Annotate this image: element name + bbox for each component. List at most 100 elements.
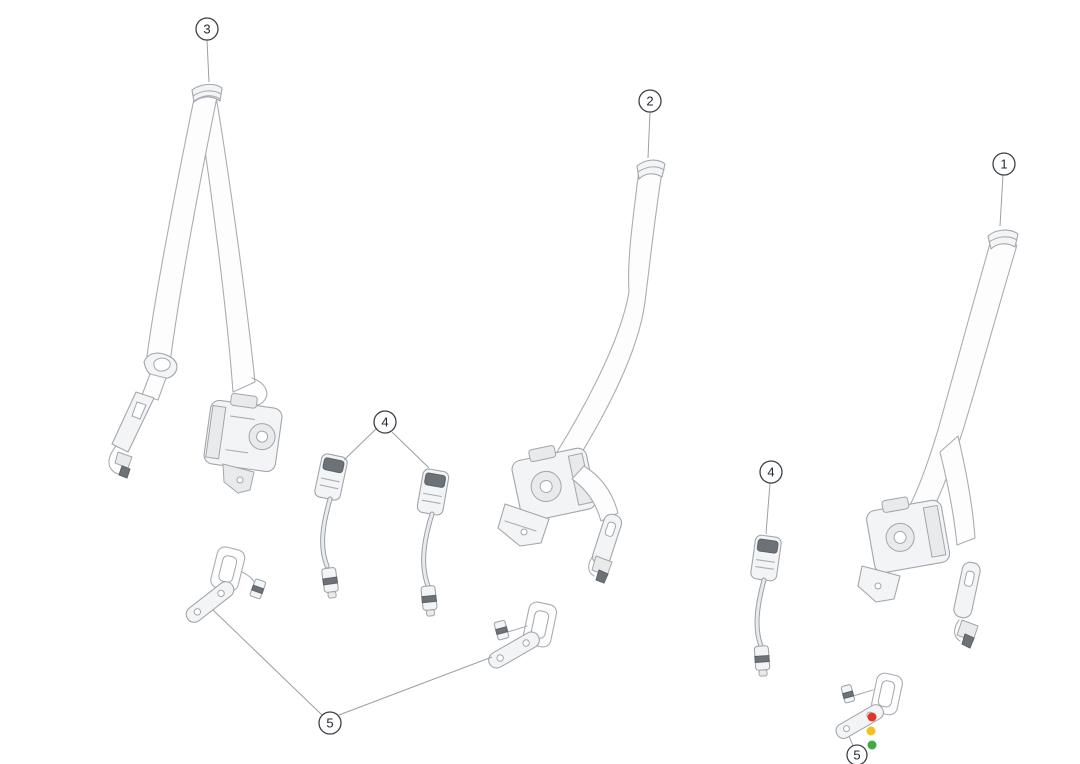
buckle-slot <box>756 538 779 554</box>
leader-line <box>338 656 493 716</box>
connector-band <box>322 576 339 586</box>
anchor-part-dark <box>595 569 609 584</box>
anchor-plate <box>835 704 885 740</box>
callout-circle[interactable] <box>318 711 342 735</box>
bracket-hole <box>874 582 882 590</box>
retractor-detail <box>230 415 255 420</box>
leader-line <box>647 111 651 159</box>
plate-hole <box>843 725 851 733</box>
loop-slot <box>877 680 896 708</box>
base-plate-hole <box>520 528 528 536</box>
anchor-hook <box>954 619 961 642</box>
anchor-bracket-right <box>488 601 558 669</box>
fold-line <box>193 95 221 102</box>
seat-belt-assembly-3 <box>108 83 283 494</box>
connector-tip <box>425 609 436 617</box>
fold-line <box>637 166 665 173</box>
retractor-1 <box>866 496 951 574</box>
callout-4-right[interactable]: 4 <box>759 460 783 535</box>
callout-2[interactable]: 2 <box>638 89 662 159</box>
leader-line <box>212 609 323 716</box>
callout-label: 4 <box>381 415 388 430</box>
buckle-detail <box>319 484 339 490</box>
webbing-left-leg <box>146 93 218 364</box>
connector-band <box>842 690 855 700</box>
plate-hole <box>496 654 504 662</box>
anchor-connector <box>493 619 510 641</box>
status-dot-green <box>867 740 877 750</box>
anchor-loop <box>871 672 903 716</box>
buckle-a <box>314 453 348 599</box>
status-dots <box>866 712 877 750</box>
callout-circle[interactable] <box>846 744 868 764</box>
retractor-3 <box>203 392 283 473</box>
retractor-spool-hub <box>893 530 907 544</box>
buckle-slot <box>322 457 345 474</box>
anchor-loop <box>210 546 246 592</box>
callout-3[interactable]: 3 <box>195 17 219 83</box>
connector-band <box>495 626 509 636</box>
retractor-spool-hub <box>256 430 269 443</box>
callout-1[interactable]: 1 <box>992 152 1016 227</box>
retractor-top-cap <box>230 392 258 409</box>
leader-line <box>848 735 854 747</box>
buckle-a-connector <box>321 566 339 599</box>
plate-hole <box>217 589 225 598</box>
callout-circle[interactable] <box>992 152 1016 176</box>
fold-line <box>988 236 1018 243</box>
plate-hole <box>522 639 530 647</box>
callout-label: 5 <box>853 748 860 763</box>
plate <box>835 704 885 740</box>
webbing <box>556 169 663 463</box>
plate <box>185 581 235 623</box>
buckle-b-body <box>416 468 450 516</box>
connector-band <box>251 584 265 595</box>
callout-label: 2 <box>646 94 653 109</box>
lap-webbing <box>571 465 619 522</box>
bracket-hole <box>236 476 244 484</box>
plate-hole <box>193 608 202 616</box>
buckle-detail <box>321 477 340 483</box>
anchor-part-dark <box>961 633 975 649</box>
callout-4-left[interactable]: 4 <box>343 410 430 469</box>
webbing-top-fold <box>636 159 666 180</box>
retractor-side-plate <box>922 504 947 558</box>
retractor-top-cap <box>881 496 910 513</box>
webbing-right-leg <box>197 95 256 393</box>
latch-plate-slot <box>131 401 147 420</box>
anchor-part <box>114 451 133 469</box>
connector-band <box>421 594 437 604</box>
callout-5-left[interactable]: 5 <box>212 609 493 735</box>
leader-line <box>391 431 430 469</box>
callout-5-right[interactable]: 5 <box>846 735 868 764</box>
webbing-loop-tail <box>141 373 167 401</box>
fold-line <box>192 90 222 97</box>
anchor-wire <box>506 625 528 633</box>
buckle-detail <box>421 499 441 504</box>
callout-circle[interactable] <box>759 460 783 484</box>
webbing-top-fold <box>987 229 1019 250</box>
anchor-plate <box>488 631 540 669</box>
anchor-connector <box>840 684 856 704</box>
callout-circle[interactable] <box>638 89 662 113</box>
status-dot-yellow <box>866 726 876 736</box>
buckle-a-body <box>314 453 348 501</box>
base-plate <box>497 503 550 547</box>
latch-plate-1 <box>953 561 981 619</box>
retractor-spool-hub <box>539 479 553 493</box>
retractor-detail <box>225 449 249 454</box>
buckle-c <box>750 534 782 677</box>
seat-belt-assembly-1 <box>857 229 1019 649</box>
status-dot-red <box>867 712 877 722</box>
buckle-c-body <box>750 534 782 582</box>
callout-label: 5 <box>326 716 333 731</box>
anchor-bracket-left <box>185 546 267 623</box>
callout-circle[interactable] <box>195 17 219 41</box>
anchor-bracket-bottom-right <box>835 672 903 740</box>
callout-circle[interactable] <box>373 410 397 434</box>
anchor-connector <box>249 578 267 600</box>
latch-slot <box>604 521 617 537</box>
buckle-detail <box>755 566 775 570</box>
